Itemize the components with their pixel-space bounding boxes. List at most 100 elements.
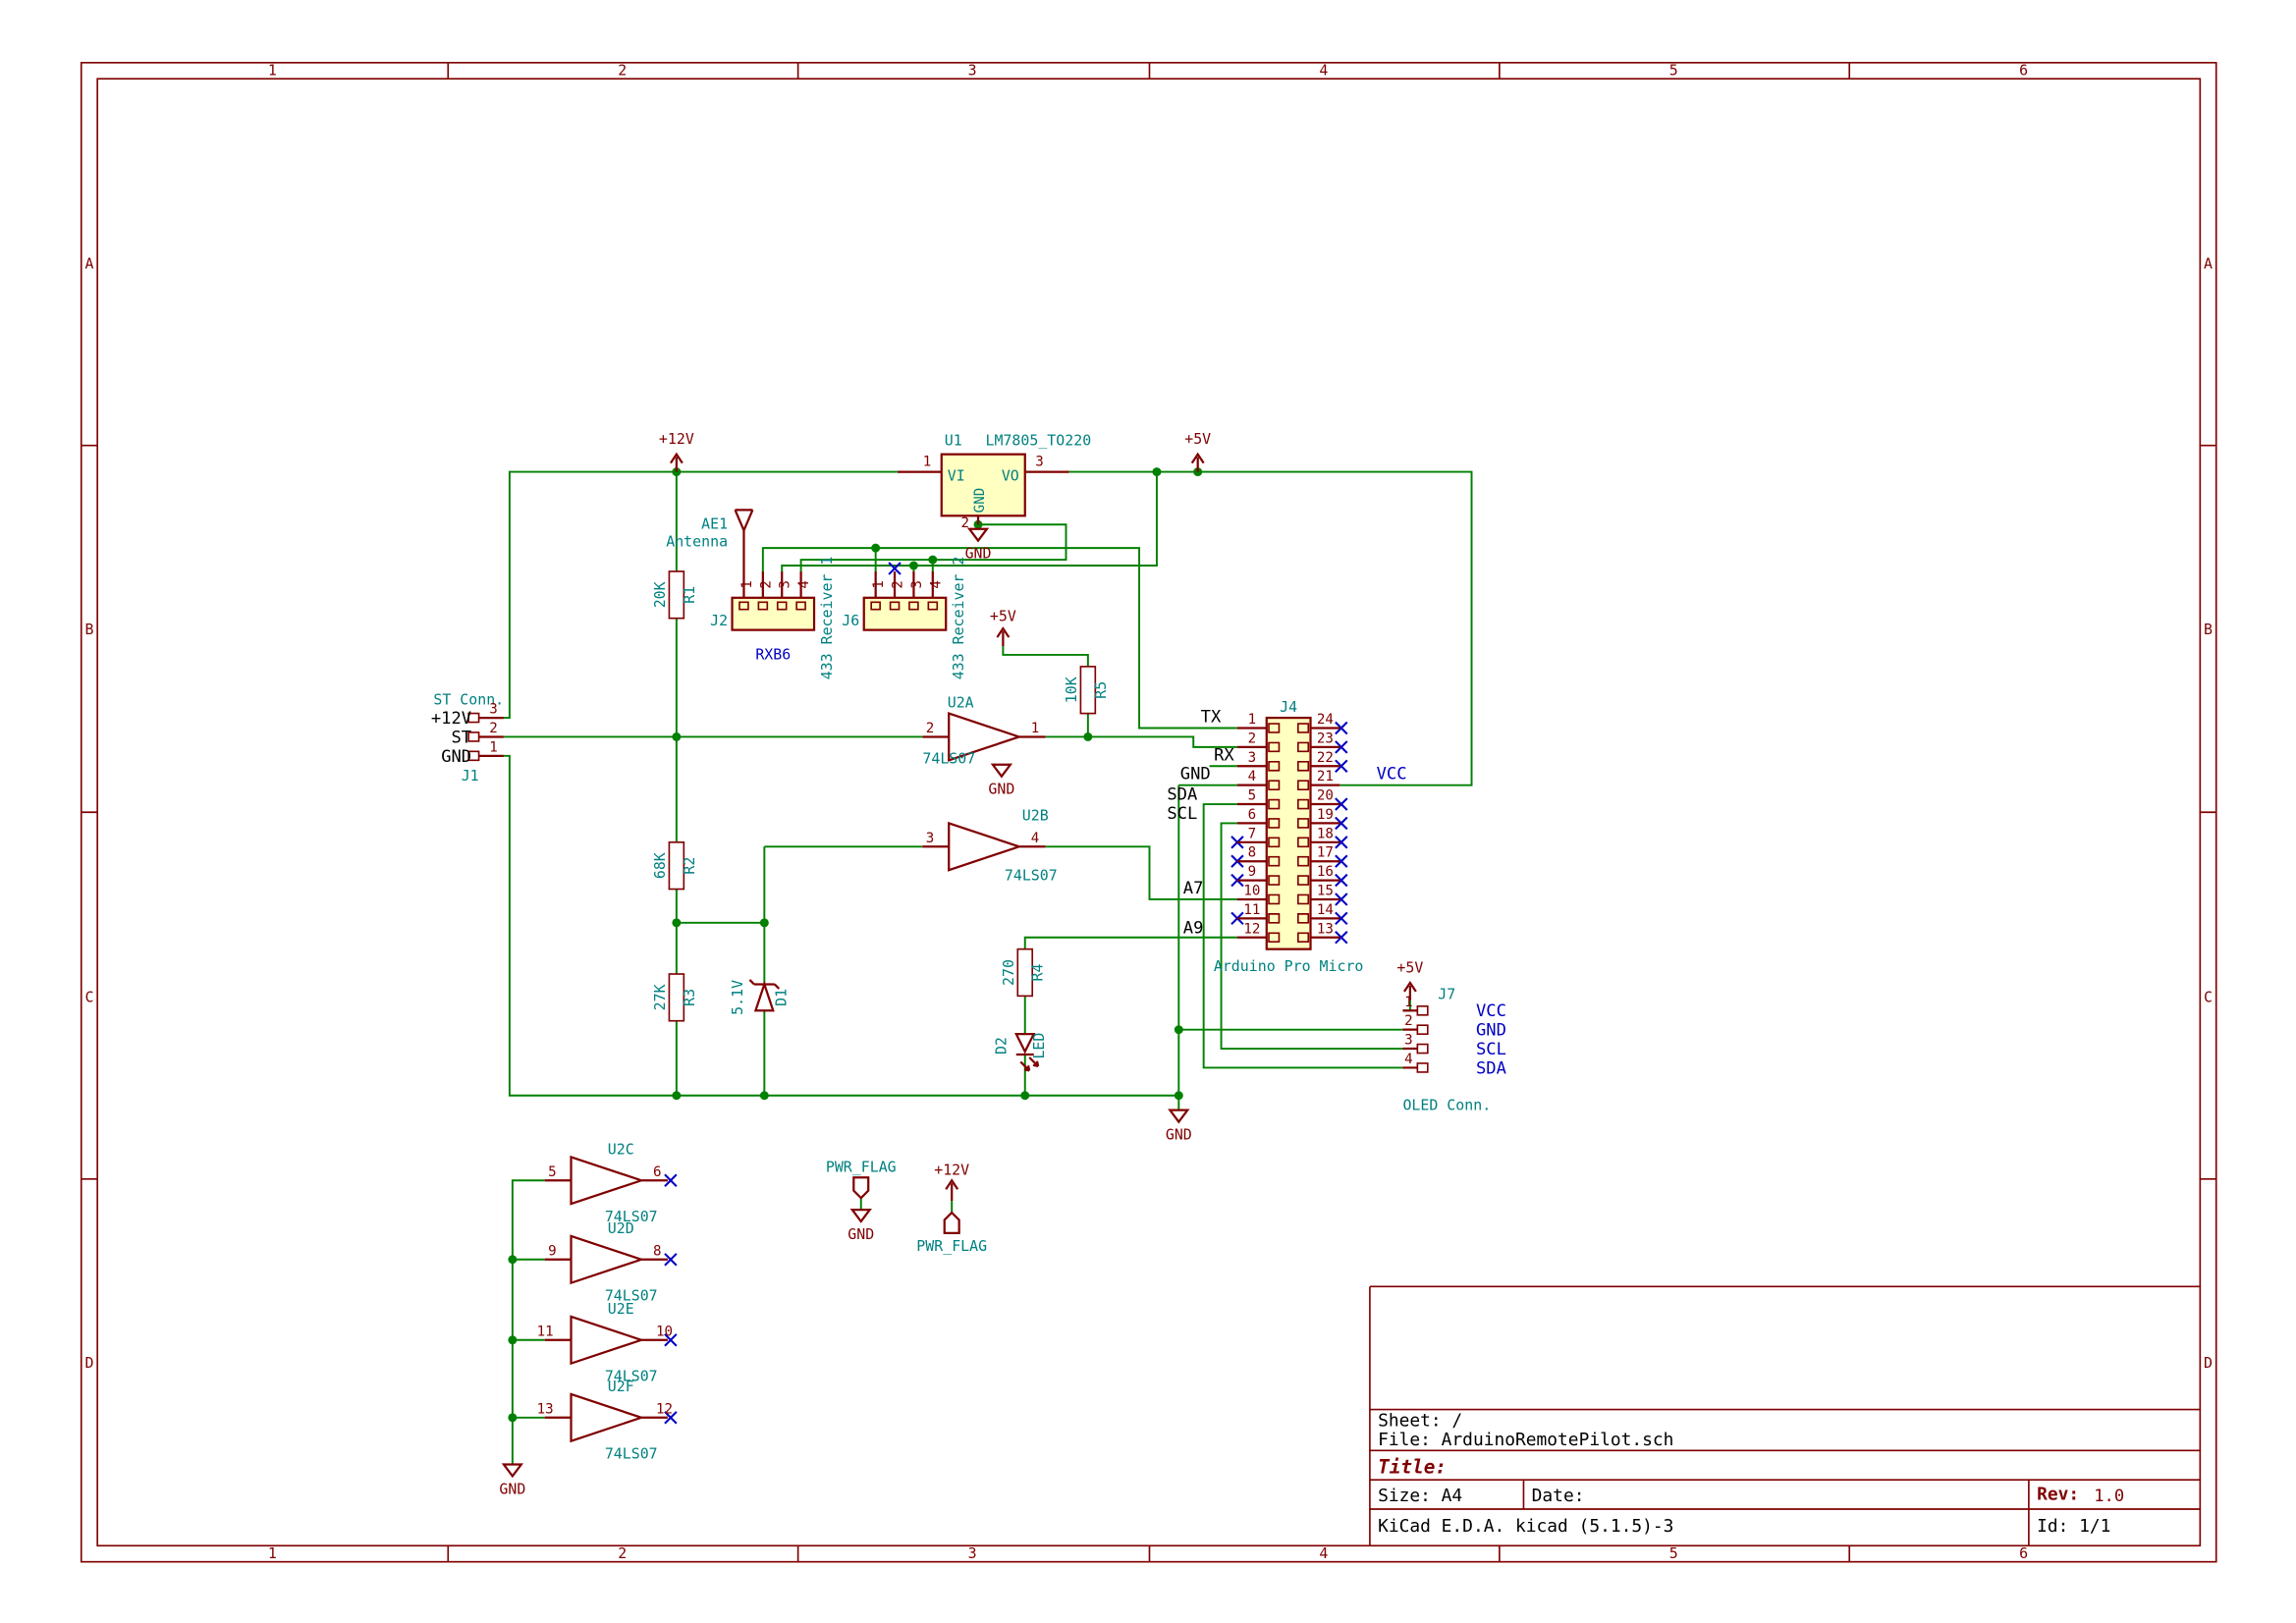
d2-value: LED xyxy=(1030,1033,1048,1059)
u2e-pin-out-number: 10 xyxy=(656,1324,673,1339)
wire-gnd-left xyxy=(503,754,1179,1097)
buffer-u2b: U2B 74LS07 3 4 xyxy=(922,806,1058,885)
j4-pin-number: 8 xyxy=(1248,845,1257,861)
r1-body xyxy=(668,570,685,620)
r4-value: 270 xyxy=(1000,959,1017,986)
j4-pin-number: 14 xyxy=(1317,902,1334,918)
u2e-body xyxy=(544,1315,668,1366)
junction-dot xyxy=(871,543,881,553)
j4-pin-number: 9 xyxy=(1248,864,1257,880)
gnd-label: GND xyxy=(847,1225,874,1243)
u2d-pin-out-number: 8 xyxy=(653,1243,662,1259)
d1-value: 5.1V xyxy=(729,980,746,1015)
r5-value: 10K xyxy=(1063,676,1080,703)
junction-dot xyxy=(672,1091,682,1101)
net-label-st: ST xyxy=(452,728,472,747)
net-label-a7: A7 xyxy=(1183,879,1204,898)
j4-left-pins xyxy=(1236,727,1267,939)
gnd-symbol xyxy=(966,527,990,543)
title-block-lines xyxy=(1369,1285,2201,1546)
j4-right-pins xyxy=(1310,727,1340,939)
title-rev-label: Rev: xyxy=(2037,1484,2079,1504)
buffer-u2e: U2E 74LS07 11 10 xyxy=(537,1300,673,1385)
u1-reference: U1 xyxy=(945,432,962,450)
r4-body xyxy=(1016,947,1034,998)
frame-column-label: 2 xyxy=(618,61,627,79)
j4-pin-number: 3 xyxy=(1248,750,1257,766)
frame-column-label: 5 xyxy=(1669,61,1678,79)
j4-pin-number: 22 xyxy=(1317,750,1334,766)
r1-value: 20K xyxy=(651,581,669,608)
j4-pin-number: 11 xyxy=(1243,902,1260,918)
frame-column-label: 2 xyxy=(618,1544,627,1562)
j2-value: 433 Receiver 1 xyxy=(818,557,836,680)
junctions xyxy=(508,467,1203,1423)
gnd-symbol xyxy=(990,763,1013,779)
pwr-flag-label: PWR_FLAG xyxy=(916,1237,987,1255)
pwr-flag-symbol xyxy=(852,1176,870,1200)
d1-symbol xyxy=(748,979,781,1012)
voltage-regulator-u1: U1 LM7805_TO220 1 3 2 VI VO GND xyxy=(898,432,1091,531)
buffer-u2f: U2F 74LS07 13 12 xyxy=(537,1378,673,1463)
ae1-reference: AE1 xyxy=(701,515,728,533)
r3-value: 27K xyxy=(651,984,669,1010)
frame-inner-border xyxy=(96,78,2202,1547)
j1-pin-number: 1 xyxy=(489,739,498,755)
j4-value: Arduino Pro Micro xyxy=(1214,957,1364,975)
u2b-value: 74LS07 xyxy=(1005,867,1058,885)
j6-pin-pads xyxy=(870,601,939,611)
j1-pin-pads xyxy=(467,712,480,762)
d2-symbol xyxy=(1013,1033,1040,1072)
r2-body xyxy=(668,840,685,891)
u2b-pin-out-number: 4 xyxy=(1031,831,1040,846)
junction-dot xyxy=(1152,467,1162,477)
r2-value: 68K xyxy=(651,852,669,879)
u2d-body xyxy=(544,1234,668,1285)
j4-pin-number: 5 xyxy=(1248,788,1257,804)
frame-row-label: C xyxy=(84,988,93,1005)
j4-pin-pads xyxy=(1268,723,1310,944)
u2b-body xyxy=(922,821,1046,872)
j4-pin-number: 10 xyxy=(1243,883,1260,898)
resistor-r3: 27K R3 xyxy=(651,973,698,1022)
title-block: Sheet: / File: ArduinoRemotePilot.sch Ti… xyxy=(1369,1285,2201,1546)
r2-reference: R2 xyxy=(681,857,698,875)
u2e-value: 74LS07 xyxy=(605,1368,658,1385)
u2e-pin-in-number: 11 xyxy=(537,1324,554,1339)
u2c-reference: U2C xyxy=(608,1140,634,1158)
junction-dot xyxy=(508,1413,518,1423)
j7-pin-pads xyxy=(1416,1004,1429,1073)
buffer-u2a: U2A 74LS07 2 1 xyxy=(922,694,1046,767)
j6-value: 433 Receiver 2 xyxy=(950,557,967,680)
j2-reference: J2 xyxy=(710,612,728,629)
r3-reference: R3 xyxy=(681,989,698,1006)
connector-j1: ST Conn. J1 3 2 1 +12V ST GND xyxy=(431,691,504,785)
resistor-r5: 10K R5 xyxy=(1063,666,1110,715)
j2-pin-number: 2 xyxy=(758,580,774,589)
buffer-u2d: U2D 74LS07 9 8 xyxy=(544,1219,668,1305)
net-label-scl: SCL xyxy=(1476,1040,1506,1059)
u2a-pin-out-number: 1 xyxy=(1031,721,1040,736)
frame-outer-border xyxy=(80,61,2217,1563)
plus5v-symbol xyxy=(996,626,1011,647)
u1-pin-vo-number: 3 xyxy=(1035,455,1044,470)
u2a-value: 74LS07 xyxy=(922,749,975,767)
r5-body xyxy=(1079,666,1097,715)
u1-value: LM7805_TO220 xyxy=(985,432,1091,450)
junction-dot xyxy=(1020,1091,1030,1101)
j7-reference: J7 xyxy=(1438,985,1455,1002)
antenna-icon xyxy=(734,509,754,571)
gnd-label: GND xyxy=(965,545,992,563)
j6-reference: J6 xyxy=(842,612,859,629)
antenna-ae1: AE1 Antenna xyxy=(666,509,754,571)
net-label-gnd: GND xyxy=(1180,765,1211,784)
j4-pin-number: 13 xyxy=(1317,921,1334,937)
junction-dot xyxy=(759,1091,769,1101)
u2f-value: 74LS07 xyxy=(605,1445,658,1463)
u1-pin-vo-name: VO xyxy=(1002,467,1019,485)
wire-buffer-inputs xyxy=(511,1179,545,1465)
wire-scl xyxy=(1220,822,1403,1051)
sheet-frame: 1 2 3 4 5 6 1 2 3 4 5 6 A B C D A B C D xyxy=(80,61,2217,1563)
